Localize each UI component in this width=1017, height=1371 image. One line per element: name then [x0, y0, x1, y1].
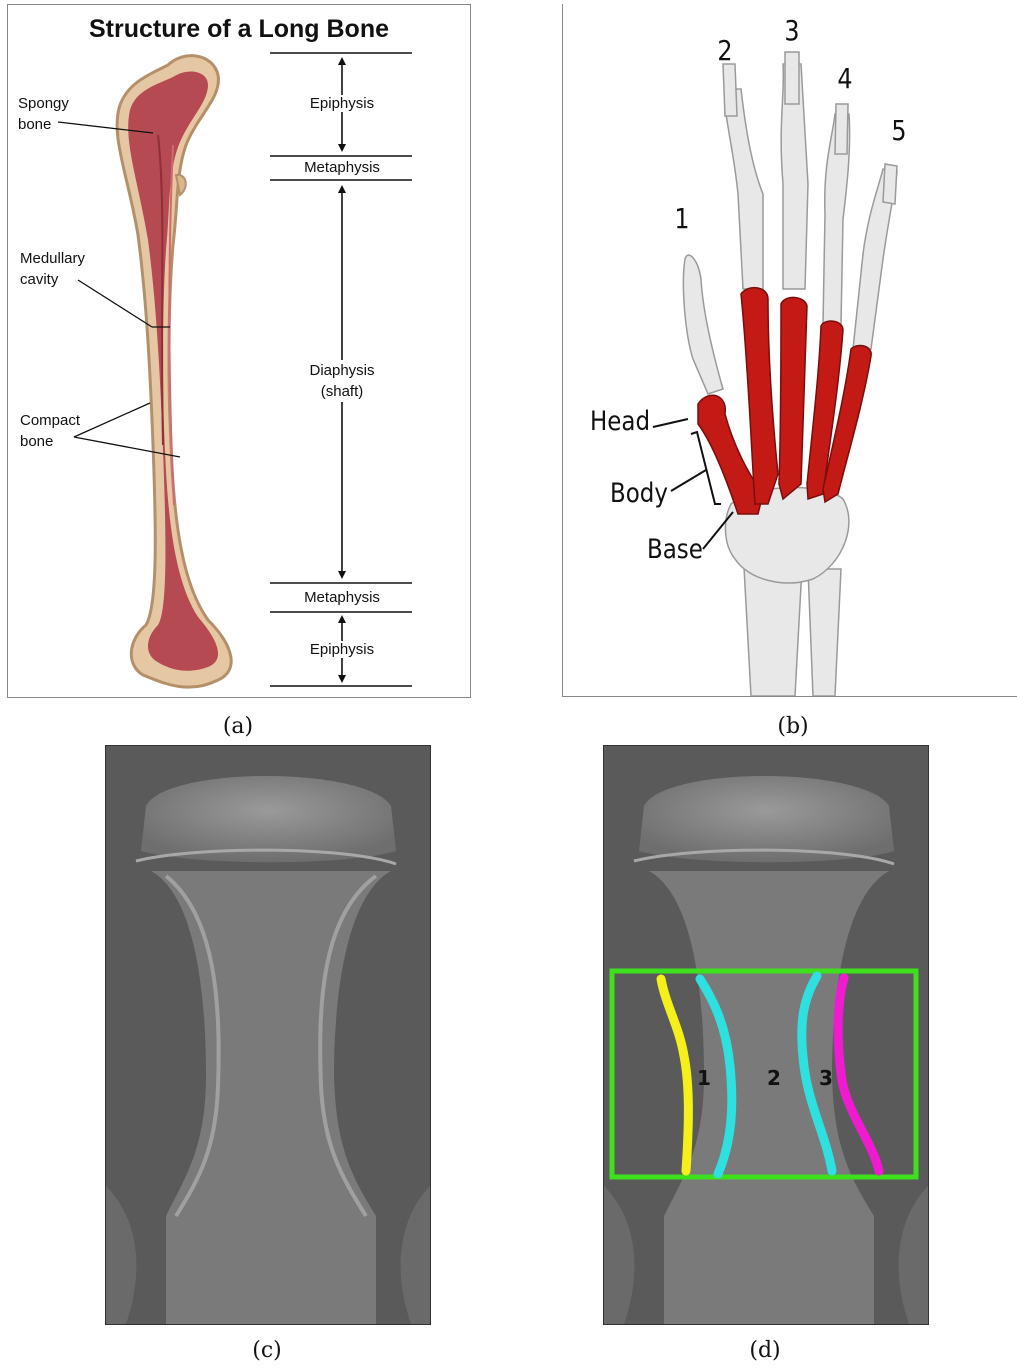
label-compact-bone: Compact bone	[20, 410, 80, 452]
label-epiphysis-top: Epiphysis	[272, 95, 412, 112]
finger-number-3: 3	[784, 14, 799, 47]
xray-image	[106, 746, 430, 1324]
caption-d: (d)	[735, 1338, 795, 1363]
label-head: Head	[590, 406, 650, 437]
label-base: Base	[647, 534, 703, 565]
region-number-3: 3	[819, 1066, 833, 1090]
label-spongy-bone: Spongy bone	[18, 93, 69, 135]
label-epiphysis-bottom: Epiphysis	[272, 641, 412, 658]
region-number-2: 2	[767, 1066, 781, 1090]
caption-b: (b)	[763, 714, 823, 739]
xray-image-annotated	[604, 746, 928, 1324]
panel-c-xray	[105, 745, 431, 1325]
hand-skeleton-illustration	[563, 4, 1017, 696]
finger-number-5: 5	[891, 114, 906, 147]
caption-c: (c)	[237, 1338, 297, 1363]
panel-a-long-bone-diagram: Structure of a Long Bone Spongy bone Med…	[7, 4, 471, 698]
finger-number-4: 4	[837, 62, 852, 95]
label-metaphysis-top: Metaphysis	[272, 159, 412, 176]
region-number-1: 1	[697, 1066, 711, 1090]
label-body: Body	[610, 478, 668, 509]
panel-d-xray-annotated: 1 2 3	[603, 745, 929, 1325]
caption-a: (a)	[208, 714, 268, 739]
label-medullary-cavity: Medullary cavity	[20, 248, 85, 290]
finger-number-2: 2	[717, 34, 732, 67]
metacarpal-3	[779, 297, 807, 499]
panel-b-hand-skeleton: 1 2 3 4 5 Head Body Base	[562, 4, 1017, 697]
finger-number-1: 1	[674, 202, 689, 235]
label-diaphysis: Diaphysis (shaft)	[272, 360, 412, 402]
label-metaphysis-bottom: Metaphysis	[272, 589, 412, 606]
